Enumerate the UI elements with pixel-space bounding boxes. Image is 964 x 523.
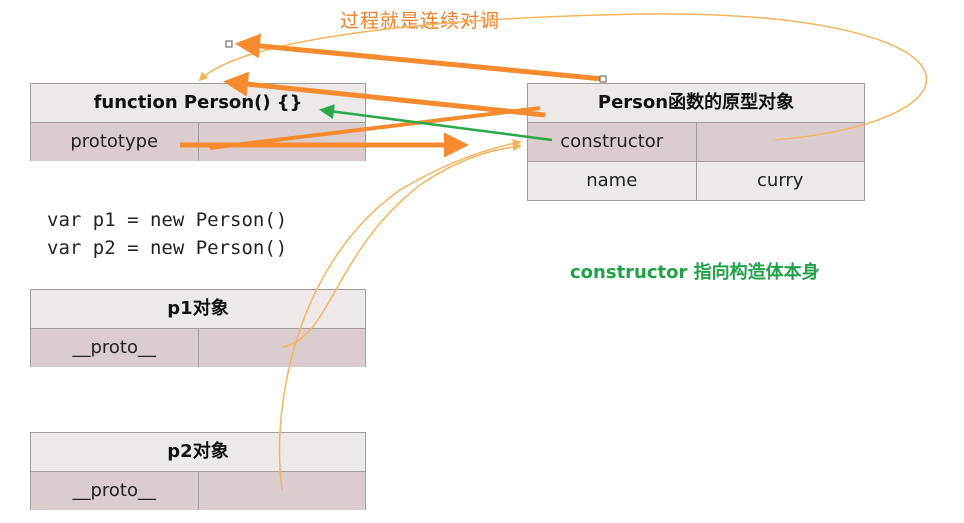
p1-object-box: p1对象 __proto__ [30, 289, 366, 367]
p2-object-box: p2对象 __proto__ [30, 432, 366, 510]
constructor-row: constructor [528, 123, 864, 162]
swap-arrow-2 [235, 33, 604, 82]
person-function-title: function Person() {} [31, 84, 365, 123]
p1-proto-value [198, 329, 365, 367]
p2-proto-key: __proto__ [31, 472, 199, 510]
prototype-row: prototype [31, 123, 365, 161]
prototype-object-title: Person函数的原型对象 [528, 84, 864, 123]
p2-proto-value [198, 472, 365, 510]
handle-left [225, 40, 233, 48]
prototype-object-box: Person函数的原型对象 constructor name curry [527, 83, 865, 201]
name-value: curry [696, 162, 864, 200]
code-line-1: var p1 = new Person() [47, 209, 288, 231]
name-row: name curry [528, 162, 864, 200]
prototype-value [198, 123, 365, 161]
p1-proto-row: __proto__ [31, 329, 365, 367]
prototype-key: prototype [31, 123, 199, 161]
code-line-2: var p2 = new Person() [47, 237, 288, 259]
p2-proto-row: __proto__ [31, 472, 365, 510]
p2-object-title: p2对象 [31, 433, 365, 472]
constructor-note: constructor 指向构造体本身 [570, 262, 820, 283]
person-function-box: function Person() {} prototype [30, 83, 366, 161]
p1-proto-key: __proto__ [31, 329, 199, 367]
handle-right [599, 75, 607, 83]
constructor-key: constructor [528, 123, 697, 161]
code-snippet: var p1 = new Person() var p2 = new Perso… [47, 206, 287, 262]
p1-object-title: p1对象 [31, 290, 365, 329]
name-key: name [528, 162, 697, 200]
constructor-value [696, 123, 864, 161]
process-note: 过程就是连续对调 [340, 10, 501, 32]
